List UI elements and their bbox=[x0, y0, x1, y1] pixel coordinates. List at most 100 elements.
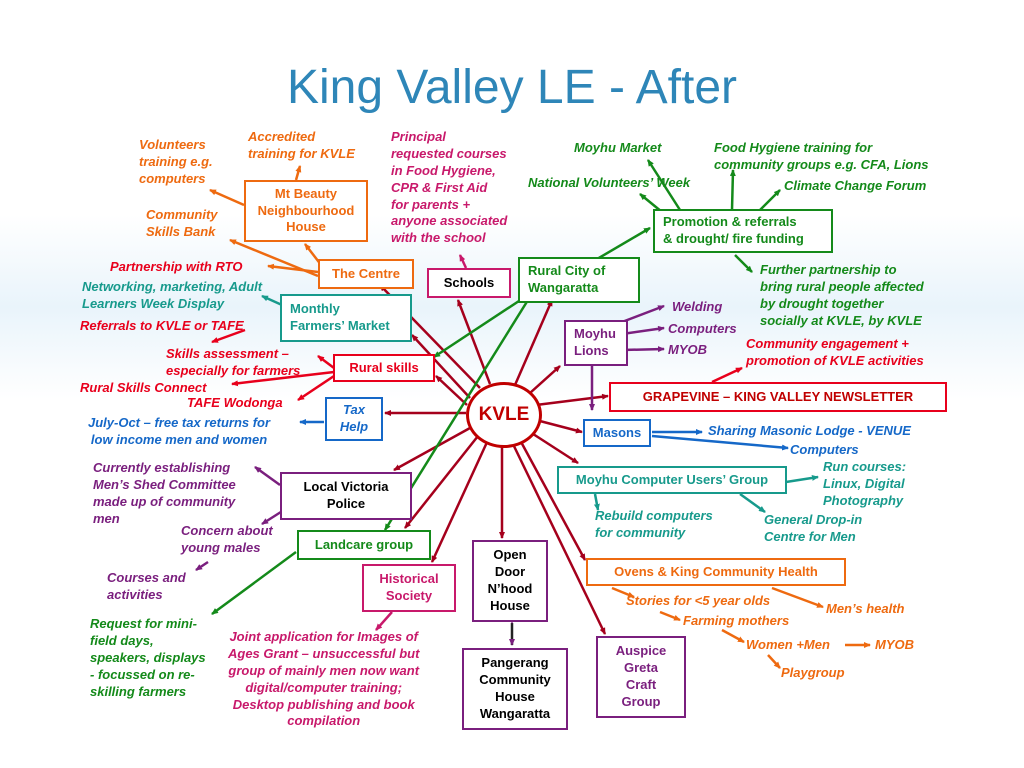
edge-computer-users-dropin bbox=[739, 492, 766, 514]
note-moyhu-market: Moyhu Market bbox=[574, 140, 662, 155]
note-partnership-rto: Partnership with RTO bbox=[110, 259, 243, 274]
note-sharing-masonic: Sharing Masonic Lodge - VENUE bbox=[708, 423, 911, 438]
note-concern: Concern about young males bbox=[181, 523, 273, 555]
box-landcare[interactable]: Landcare group bbox=[297, 530, 431, 560]
note-stories: Stories for <5 year olds bbox=[626, 593, 771, 608]
edge-kvle-monthly-market bbox=[411, 334, 471, 399]
edge-mt-beauty-volunteers bbox=[209, 188, 245, 207]
note-computers-lions: Computers bbox=[668, 321, 737, 336]
box-monthly-market[interactable]: Monthly Farmers’ Market bbox=[280, 294, 412, 342]
edge-kvle-grapevine bbox=[535, 393, 609, 407]
box-moyhu-lions[interactable]: Moyhu Lions bbox=[564, 320, 628, 366]
note-networking: Networking, marketing, Adult Learners We… bbox=[82, 279, 263, 311]
note-food-hygiene: Food Hygiene training for community grou… bbox=[714, 140, 929, 172]
note-computers-masons: Computers bbox=[790, 442, 859, 457]
edge-kvle-police bbox=[393, 426, 471, 472]
kvle-hub[interactable]: KVLE bbox=[466, 382, 542, 448]
edge-centre-community-skills bbox=[229, 238, 319, 278]
edge-kvle-landcare bbox=[404, 435, 479, 529]
note-tafe-wodonga: TAFE Wodonga bbox=[187, 395, 283, 410]
note-joint-application: Joint application for Images of Ages Gra… bbox=[228, 629, 420, 729]
note-rebuild: Rebuild computers for community bbox=[595, 508, 713, 540]
edge-rural-city-skills bbox=[433, 295, 526, 359]
box-police[interactable]: Local Victoria Police bbox=[280, 472, 412, 520]
edge-police-mens-shed bbox=[254, 465, 281, 487]
box-pangerang[interactable]: Pangerang Community House Wangaratta bbox=[462, 648, 568, 730]
edge-women-playgroup bbox=[767, 654, 781, 669]
note-community-engagement: Community engagement + promotion of KVLE… bbox=[746, 336, 924, 368]
page-title: King Valley LE - After bbox=[287, 61, 737, 114]
edge-grapevine-engagement bbox=[711, 366, 743, 384]
note-further-partnership: Further partnership to bring rural peopl… bbox=[760, 262, 924, 328]
box-rural-city[interactable]: Rural City of Wangaratta bbox=[518, 257, 640, 303]
note-rural-skills-connect: Rural Skills Connect bbox=[80, 380, 207, 395]
edge-ovens-stories bbox=[611, 586, 635, 599]
edge-farming-women bbox=[721, 628, 745, 644]
note-principal: Principal requested courses in Food Hygi… bbox=[391, 129, 508, 246]
note-mens-health: Men’s health bbox=[826, 601, 905, 616]
box-mt-beauty[interactable]: Mt Beauty Neighbourhood House bbox=[244, 180, 368, 242]
note-courses-activities: Courses and activities bbox=[107, 570, 186, 602]
edge-ovens-mens-health bbox=[771, 586, 824, 609]
edge-computer-users-rebuild bbox=[593, 493, 600, 511]
box-historical[interactable]: Historical Society bbox=[362, 564, 456, 612]
edge-rural-skills-assessment bbox=[317, 355, 335, 369]
box-ovens-king[interactable]: Ovens & King Community Health bbox=[586, 558, 846, 586]
edge-lions-welding bbox=[621, 304, 665, 324]
note-climate: Climate Change Forum bbox=[784, 178, 927, 193]
box-schools[interactable]: Schools bbox=[427, 268, 511, 298]
note-july-oct: July-Oct – free tax returns for low inco… bbox=[88, 415, 271, 447]
note-skills-assessment: Skills assessment – especially for farme… bbox=[166, 346, 301, 378]
edge-promotion-moyhu-market bbox=[646, 159, 682, 211]
box-promotion[interactable]: Promotion & referrals & drought/ fire fu… bbox=[653, 209, 833, 253]
box-grapevine[interactable]: GRAPEVINE – KING VALLEY NEWSLETTER bbox=[609, 382, 947, 412]
edge-rural-skills-tafe bbox=[297, 374, 335, 402]
edge-historical-joint bbox=[375, 611, 393, 631]
box-masons[interactable]: Masons bbox=[583, 419, 651, 447]
box-auspice[interactable]: Auspice Greta Craft Group bbox=[596, 636, 686, 718]
box-rural-skills[interactable]: Rural skills bbox=[333, 354, 435, 382]
edge-market-networking bbox=[261, 294, 283, 307]
edge-kvle-computer-users bbox=[529, 430, 579, 465]
edge-promotion-further bbox=[734, 254, 753, 273]
box-tax-help[interactable]: Tax Help bbox=[325, 397, 383, 441]
box-open-door[interactable]: Open Door N’hood House bbox=[472, 540, 548, 622]
note-run-courses: Run courses: Linux, Digital Photography bbox=[823, 459, 907, 508]
edge-kvle-rural-skills bbox=[435, 375, 468, 406]
edge-promotion-climate bbox=[759, 189, 781, 211]
note-general-dropin: General Drop-in Centre for Men bbox=[764, 512, 863, 544]
edge-stories-farming bbox=[659, 610, 681, 622]
box-the-centre[interactable]: The Centre bbox=[318, 259, 414, 289]
edge-lions-myob bbox=[621, 346, 665, 353]
note-mens-shed: Currently establishing Men’s Shed Commit… bbox=[93, 460, 236, 526]
note-women-men: Women +Men bbox=[746, 637, 830, 652]
note-welding: Welding bbox=[672, 299, 723, 314]
note-myob-health: MYOB bbox=[875, 637, 914, 652]
note-myob-lions: MYOB bbox=[668, 342, 707, 357]
edge-landcare-request bbox=[211, 550, 297, 616]
edge-kvle-ovens-king bbox=[518, 439, 587, 561]
edge-computer-users-run bbox=[785, 474, 819, 484]
edge-schools-principal bbox=[458, 254, 468, 269]
note-playgroup: Playgroup bbox=[781, 665, 845, 680]
edge-centre-rto bbox=[267, 263, 319, 274]
note-referrals: Referrals to KVLE or TAFE bbox=[80, 318, 244, 333]
box-computer-users[interactable]: Moyhu Computer Users’ Group bbox=[557, 466, 787, 494]
edge-kvle-rural-city bbox=[513, 299, 554, 386]
edge-kvle-moyhu-lions bbox=[529, 365, 561, 394]
note-community-skills: Community Skills Bank bbox=[146, 207, 218, 239]
edge-kvle-masons bbox=[535, 418, 583, 434]
note-national-volunteers: National Volunteers’ Week bbox=[528, 175, 691, 190]
note-farming-mothers: Farming mothers bbox=[683, 613, 790, 628]
note-request-minifield: Request for mini- field days, speakers, … bbox=[90, 616, 206, 699]
note-volunteers: Volunteers training e.g. computers bbox=[139, 137, 213, 186]
edge-kvle-historical bbox=[430, 439, 490, 563]
edge-landcare-courses bbox=[195, 560, 209, 572]
edge-rural-city-promotion bbox=[591, 226, 651, 264]
edge-promotion-food-hygiene bbox=[729, 169, 736, 211]
edge-kvle-auspice bbox=[510, 441, 607, 635]
edge-mt-beauty-accredited bbox=[294, 165, 302, 181]
note-accredited: Accredited training for KVLE bbox=[248, 129, 355, 161]
edge-lions-computers bbox=[621, 325, 665, 336]
